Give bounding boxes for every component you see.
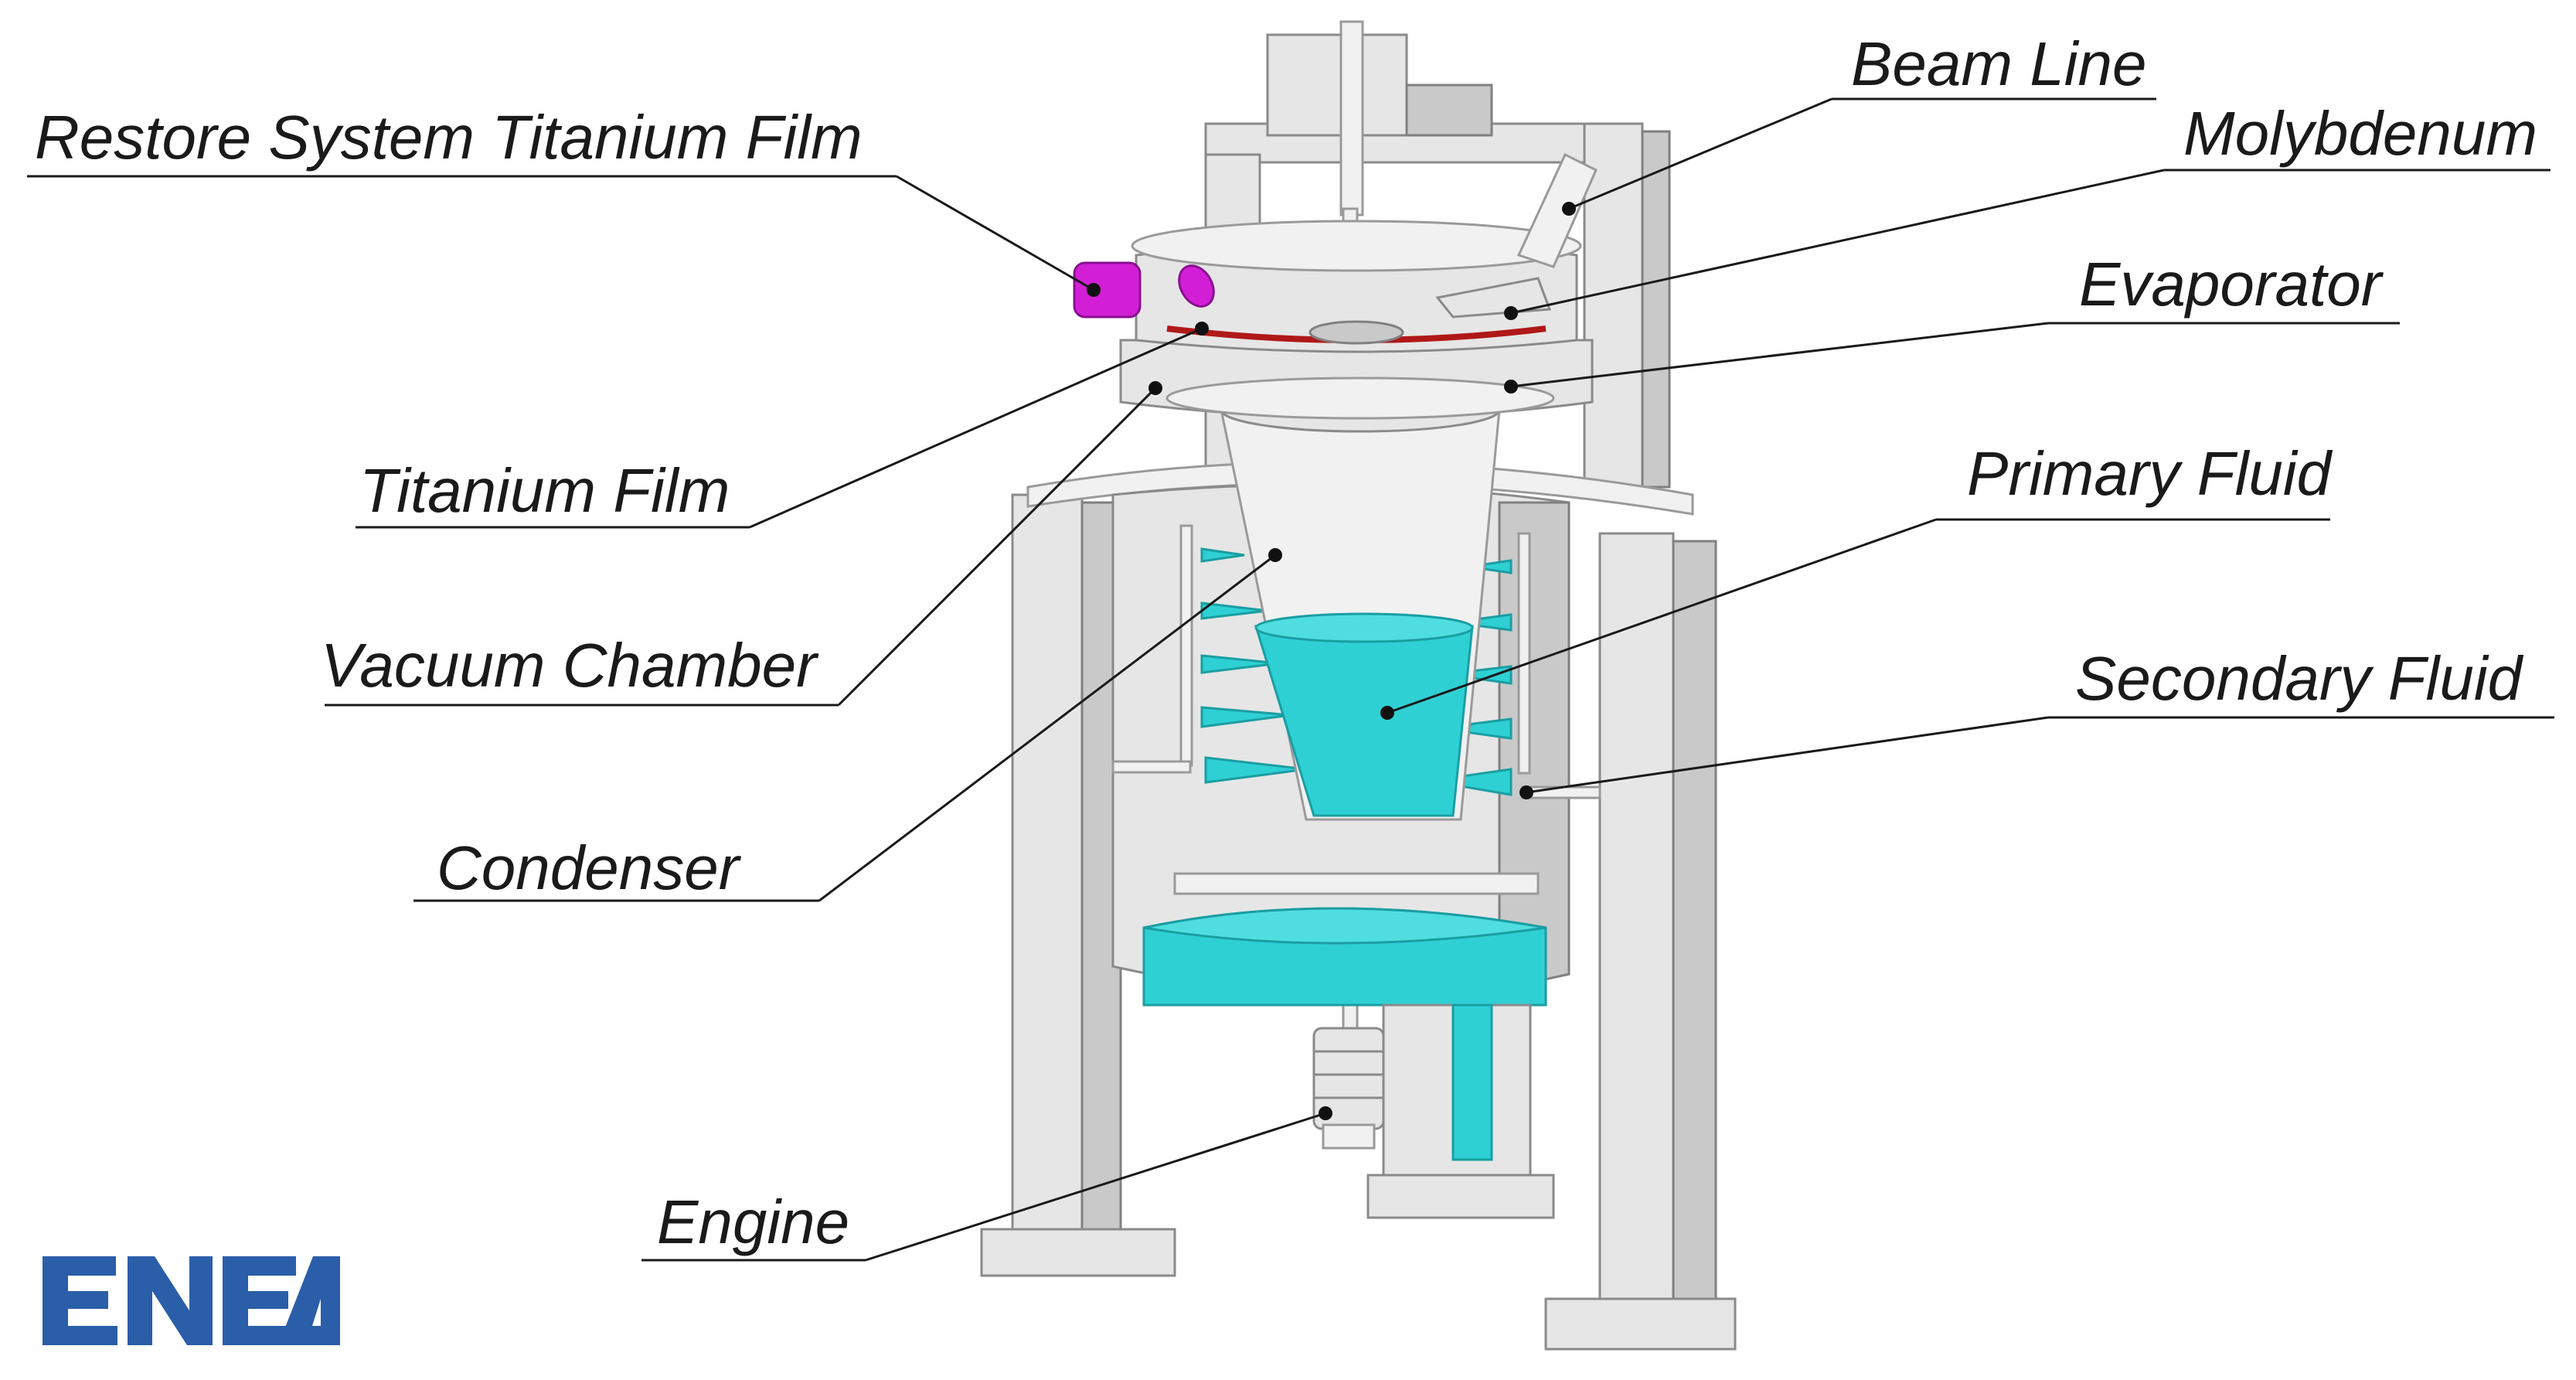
callout-secondary-fluid: Secondary Fluid — [1519, 644, 2554, 799]
vacuum-chamber-head — [1073, 152, 1598, 420]
callout-evaporator: Evaporator — [1504, 250, 2400, 394]
label-condenser: Condenser — [437, 833, 742, 902]
label-beam-line: Beam Line — [1851, 29, 2146, 98]
label-restore-system: Restore System Titanium Film — [35, 103, 863, 172]
label-molybdenum: Molybdenum — [2183, 99, 2537, 168]
condenser-cone — [1220, 387, 1501, 821]
enea-logo — [43, 1256, 340, 1345]
label-secondary-fluid: Secondary Fluid — [2075, 644, 2524, 713]
label-vacuum-chamber: Vacuum Chamber — [321, 631, 819, 700]
label-titanium-film: Titanium Film — [359, 456, 730, 525]
engine-motor — [1312, 1027, 1385, 1150]
label-primary-fluid: Primary Fluid — [1967, 439, 2333, 508]
callout-beam-line: Beam Line — [1562, 29, 2156, 216]
apparatus-drawing — [980, 20, 1737, 1351]
secondary-fluid-nozzles — [1111, 524, 1601, 799]
callout-engine: Engine — [641, 1106, 1332, 1262]
label-engine: Engine — [657, 1187, 849, 1256]
callout-primary-fluid: Primary Fluid — [1380, 439, 2333, 720]
callout-vacuum-chamber: Vacuum Chamber — [321, 381, 1162, 707]
callouts: Beam Line Restore System Titanium Film M… — [27, 29, 2554, 1262]
callout-condenser: Condenser — [413, 548, 1282, 902]
label-evaporator: Evaporator — [2079, 250, 2384, 319]
callout-molybdenum: Molybdenum — [1504, 99, 2550, 320]
callout-restore-system: Restore System Titanium Film — [27, 103, 1101, 297]
callout-titanium-film: Titanium Film — [356, 322, 1209, 529]
